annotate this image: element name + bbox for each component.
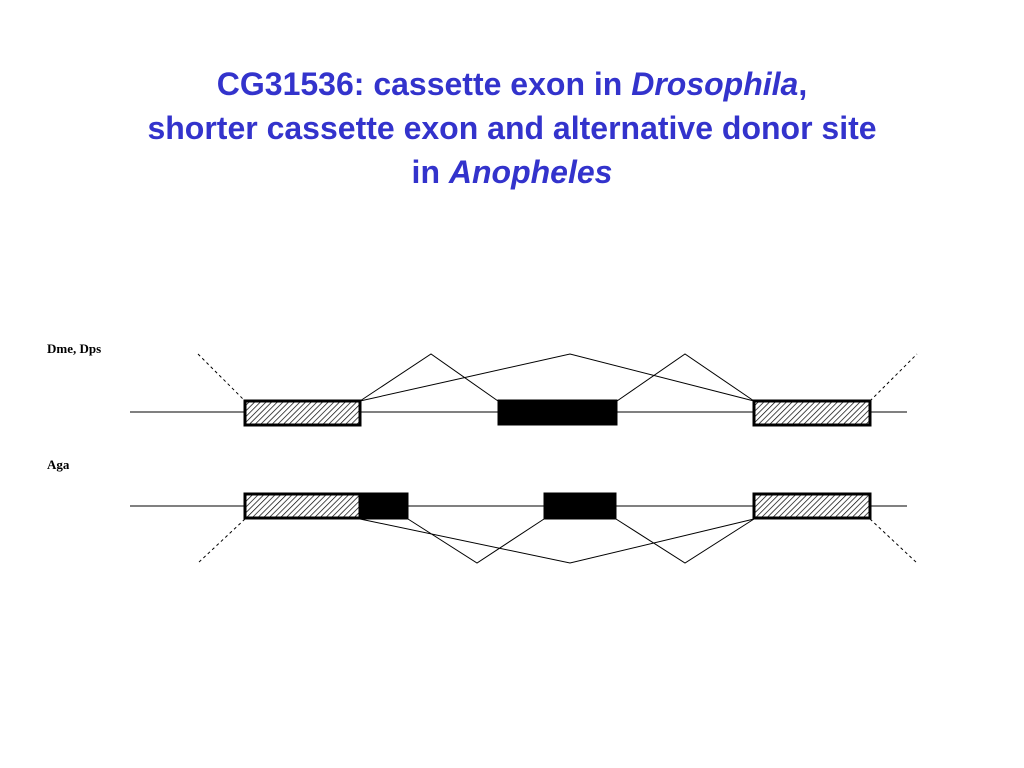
track-label-anopheles: Aga bbox=[47, 457, 70, 472]
junction-short-donor-cassette bbox=[407, 518, 545, 564]
exon-3 bbox=[752, 399, 872, 427]
exon-3 bbox=[752, 492, 872, 520]
title-line-1: CG31536: cassette exon in Drosophila, bbox=[216, 66, 808, 102]
downstream-dashed-connector bbox=[869, 518, 918, 564]
alternative-donor-extension bbox=[359, 492, 409, 520]
upstream-dashed-connector bbox=[197, 518, 246, 564]
junction-skip bbox=[359, 353, 755, 402]
title-line-2: shorter cassette exon and alternative do… bbox=[147, 110, 877, 146]
junction-skip bbox=[359, 518, 755, 564]
track-anopheles bbox=[130, 492, 918, 564]
track-drosophila bbox=[130, 353, 918, 427]
exon-1 bbox=[243, 399, 362, 427]
upstream-dashed-connector bbox=[197, 353, 246, 402]
cassette-exon bbox=[497, 399, 618, 426]
slide-title: CG31536: cassette exon in Drosophila, sh… bbox=[0, 62, 1024, 194]
junction-cassette-exon3 bbox=[616, 353, 755, 402]
downstream-dashed-connector bbox=[869, 353, 918, 402]
track-label-drosophila: Dme, Dps bbox=[47, 341, 102, 356]
junction-exon1-cassette bbox=[359, 353, 499, 402]
title-line-3: in Anopheles bbox=[411, 154, 613, 190]
junction-cassette-exon3 bbox=[615, 518, 755, 564]
shorter-cassette-exon bbox=[543, 492, 617, 520]
exon-1 bbox=[243, 492, 362, 520]
